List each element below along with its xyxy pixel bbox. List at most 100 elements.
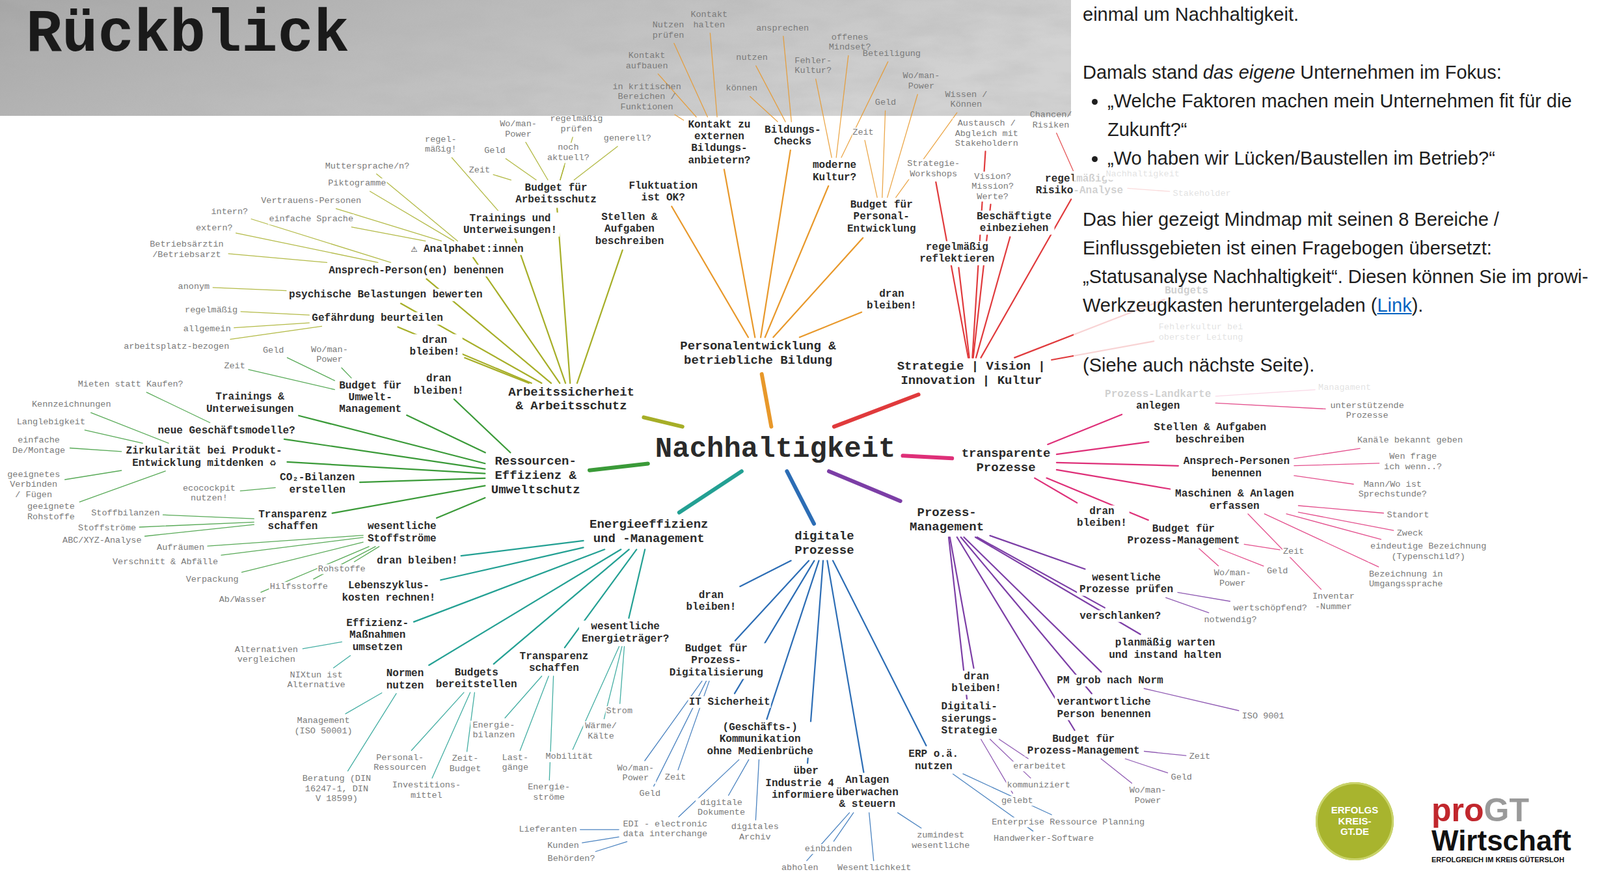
leader-line: [1125, 758, 1168, 773]
leader-line: [724, 169, 755, 338]
leader-line: [750, 96, 778, 122]
branch-item: Trainings & Unterweisungen: [203, 391, 297, 416]
bullet-text: „Welche Faktoren machen mein Unternehmen…: [1107, 90, 1573, 140]
leader-line: [958, 267, 969, 358]
leader-line: [146, 392, 210, 423]
topic-text: Nachhaltigkeit: [655, 432, 896, 466]
body-text: Unternehmen im Fokus:: [1300, 61, 1502, 83]
topic-text: transparente Prozesse: [959, 447, 1053, 476]
leader-line: [519, 676, 549, 751]
branch-connector: [828, 471, 901, 502]
branch-item: Beschäftigte einbeziehen: [974, 210, 1055, 235]
sub-item: Wo/man-Power: [900, 71, 943, 92]
branch-item: Fluktuation ist OK?: [626, 179, 701, 204]
leader-line: [221, 537, 364, 556]
sub-item: Zweck: [1396, 528, 1425, 539]
sub-item: Geld: [262, 346, 285, 357]
leader-line: [827, 560, 864, 773]
leader-line: [493, 174, 511, 180]
sub-item: Mann/Wo ist Sprechstunde?: [1355, 479, 1429, 500]
progt-logo: proGTWirtschaftERFOLGREICH IM KREIS GÜTE…: [1431, 793, 1595, 865]
branch-item: regelmäßig reflektieren: [916, 240, 997, 265]
leader-line: [864, 140, 878, 198]
sub-item: Wissen / Können: [942, 89, 990, 110]
sub-item: arbeitsplatz-bezogen: [122, 341, 230, 353]
leader-line: [644, 681, 703, 761]
sub-item: Strategie-Workshops: [905, 159, 963, 180]
leader-line: [582, 836, 619, 843]
sub-item: Investitions-mittel: [389, 780, 463, 801]
branch-item: Ansprech-Personen benennen: [1180, 455, 1293, 480]
leader-line: [739, 560, 791, 587]
topic-text: Ressourcen-Effizienz & Umweltschutz: [488, 454, 583, 498]
bullet-list: „Welche Faktoren machen mein Unternehmen…: [1082, 86, 1595, 173]
sub-item: regelmäßig: [184, 305, 239, 316]
paragraph: einmal um Nachhaltigkeit.: [1082, 0, 1595, 29]
topic-text: Energieeffizienz und -Management: [587, 518, 711, 548]
branch-item: Bildungs-Checks: [761, 123, 824, 148]
branch-connector: [643, 417, 682, 427]
leader-line: [313, 546, 376, 580]
leader-line: [999, 739, 1029, 759]
body-text: (Siehe auch nächste Seite).: [1082, 354, 1315, 376]
branch-item: Ansprech-Person(en) benennen: [327, 264, 505, 276]
sub-item: Personal-Ressourcen: [371, 752, 429, 773]
leader-line: [163, 514, 255, 519]
paragraph: (Siehe auch nächste Seite).: [1082, 350, 1595, 380]
sub-item: Alternativen vergleichen: [232, 644, 300, 665]
sub-item: Wen frage ich wenn..?: [1382, 452, 1445, 473]
sub-item: können: [725, 83, 759, 95]
leader-line: [799, 312, 862, 338]
sub-item: geeignetes Verbinden / Fügen: [5, 469, 63, 501]
branch-item: ERP o.ä. nutzen: [905, 748, 962, 773]
branch-item: Stellen & Aufgaben beschreiben: [1151, 421, 1269, 446]
leader-line: [897, 812, 922, 829]
leader-line: [1286, 514, 1382, 540]
sub-item: Bezeichnung in Umgangssprache: [1358, 569, 1453, 590]
branch-item: dran bleiben!: [1074, 505, 1130, 530]
logo-text: GT: [1484, 791, 1530, 829]
sub-item: Wo/man-Power: [1126, 786, 1169, 807]
leader-line: [755, 759, 759, 820]
sub-item: Beratung (DIN 16247-1, DIN V 18599): [299, 773, 373, 805]
leader-line: [351, 227, 426, 242]
branch-item: Kontakt zu externen Bildungs-anbietern?: [685, 119, 754, 168]
sub-item: Geld: [1170, 772, 1193, 783]
branch-item: Lebenszyklus-kosten rechnen!: [339, 579, 439, 604]
branch-item: neue Geschäftsmodelle?: [156, 424, 296, 436]
leader-line: [212, 287, 287, 291]
leader-line: [1247, 514, 1321, 590]
branch-item: IT Sicherheit: [688, 696, 772, 708]
branch-item: PM grob nach Norm: [1056, 674, 1164, 687]
branch-item: Stellen & Aufgaben beschreiben: [592, 211, 667, 248]
leader-line: [1177, 592, 1230, 602]
logo-row: Wirtschaft: [1431, 826, 1595, 855]
sub-item: Vertrauens-Personen: [260, 195, 362, 207]
leader-line: [236, 232, 379, 263]
leader-line: [370, 191, 455, 241]
sub-item: extern?: [195, 223, 234, 234]
branch-item: Normen nutzen: [383, 667, 427, 692]
sub-item: Kontakt halten: [688, 10, 731, 31]
sub-item: intern?: [210, 206, 249, 218]
sub-item: Verschnitt & Abfälle: [111, 556, 219, 568]
leader-line: [333, 655, 351, 668]
topic-text: Personalentwicklung & betriebliche Bildu…: [677, 339, 839, 369]
sub-item: Geld: [638, 788, 662, 800]
leader-line: [345, 692, 382, 714]
sub-item: Last-gänge: [499, 752, 531, 773]
sub-item: Kanäle bekannt geben: [1356, 435, 1464, 447]
branch-item: psychische Belastungen bewerten: [288, 288, 484, 301]
branch-topic: Ressourcen-Effizienz & Umweltschutz: [486, 454, 585, 499]
logo-circle: ERFOLGS KREIS- GT.DE: [1315, 782, 1394, 861]
sub-item: Mobilität: [544, 752, 594, 763]
leader-line: [1294, 463, 1380, 466]
sub-item: regel-mäßig!: [422, 134, 459, 155]
branch-connector: [589, 463, 649, 470]
sub-item: Stoffbilanzen: [90, 508, 161, 519]
sub-item: unterstützende Prozesse: [1328, 400, 1407, 421]
sub-item: wertschöpfend?: [1232, 603, 1308, 614]
branch-item: wesentliche Prozesse prüfen: [1076, 571, 1176, 597]
logo-row: proGT: [1431, 793, 1595, 827]
